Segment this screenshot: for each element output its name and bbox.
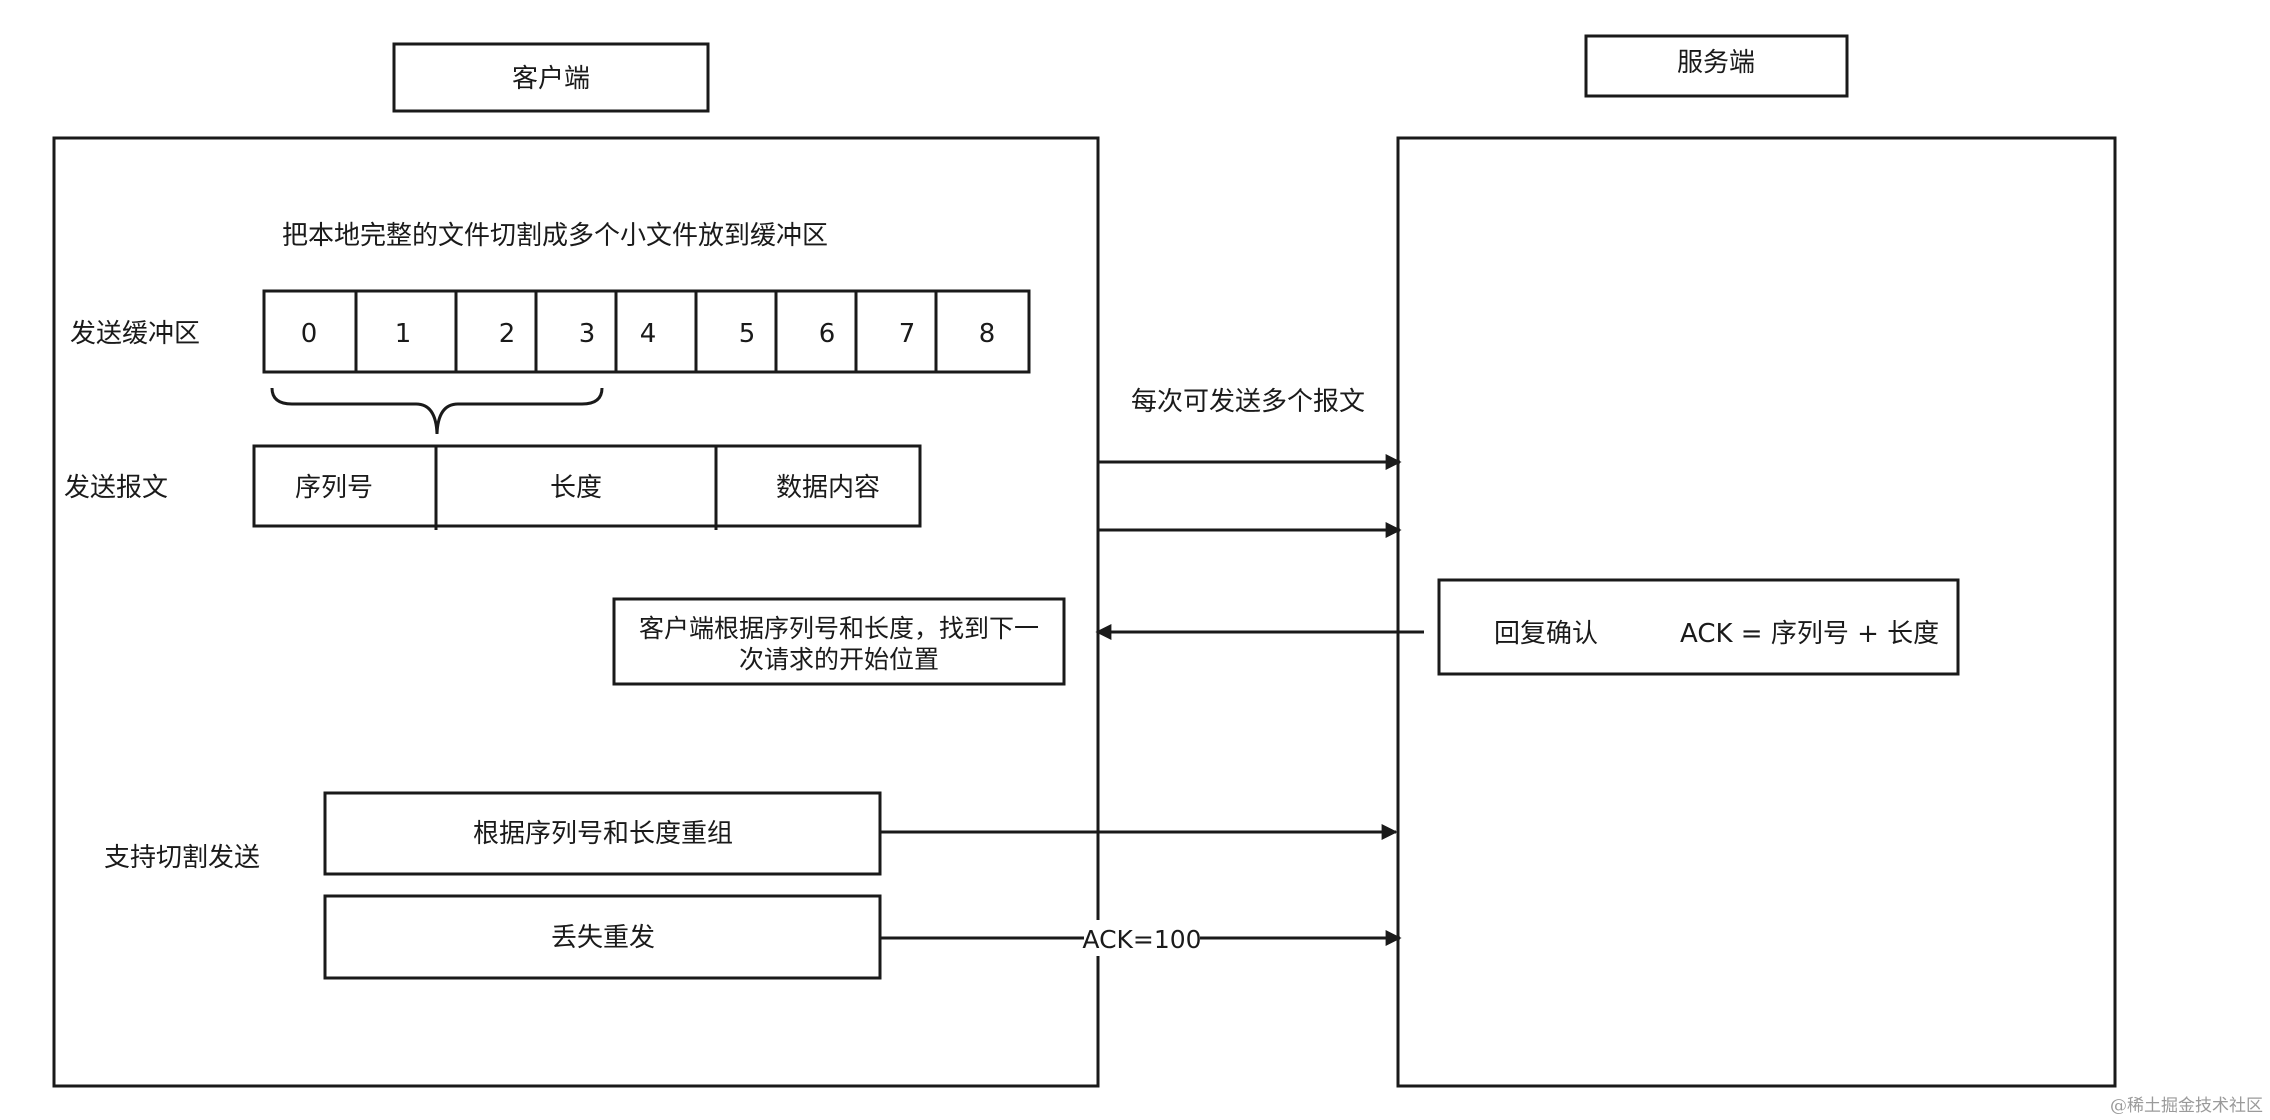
message-field-seq: 序列号	[295, 473, 373, 503]
send-message: 序列号 长度 数据内容	[252, 444, 922, 530]
buffer-cell: 1	[395, 319, 412, 349]
buffer-cell: 0	[301, 319, 318, 349]
split-caption: 把本地完整的文件切割成多个小文件放到缓冲区	[282, 221, 828, 251]
client-title-box: 客户端	[392, 42, 710, 113]
client-title: 客户端	[512, 64, 590, 94]
send-message-label: 发送报文	[64, 473, 168, 503]
reassemble-text: 根据序列号和长度重组	[473, 819, 733, 849]
ack-value-label: ACK=100	[1082, 925, 1201, 954]
buffer-cell: 7	[899, 319, 916, 349]
send-buffer: 0 1 2 3 4 5 6 7 8	[262, 289, 1031, 374]
buffer-cell: 4	[640, 319, 657, 349]
resend-box: 丢失重发	[323, 894, 882, 980]
buffer-cell: 5	[739, 319, 756, 349]
buffer-cell: 2	[499, 319, 516, 349]
grouping-brace	[270, 387, 604, 435]
reply-formula: ACK = 序列号 + 长度	[1680, 619, 1939, 649]
client-next-line2: 次请求的开始位置	[739, 645, 939, 674]
server-title-box: 服务端	[1584, 34, 1849, 98]
reply-box: 回复确认 ACK = 序列号 + 长度	[1437, 578, 1960, 676]
reassemble-box: 根据序列号和长度重组	[323, 791, 882, 876]
multi-send-caption: 每次可发送多个报文	[1131, 387, 1365, 417]
message-field-length: 长度	[550, 473, 602, 503]
reply-label: 回复确认	[1494, 619, 1598, 649]
client-next-line1: 客户端根据序列号和长度，找到下一	[639, 614, 1039, 643]
buffer-cell: 8	[979, 319, 996, 349]
server-title: 服务端	[1677, 48, 1755, 78]
client-next-box: 客户端根据序列号和长度，找到下一 次请求的开始位置	[612, 597, 1066, 686]
ack-label-bg	[1084, 920, 1200, 956]
resend-text: 丢失重发	[551, 923, 655, 953]
message-field-data: 数据内容	[776, 473, 880, 503]
buffer-cell: 3	[579, 319, 596, 349]
send-buffer-label: 发送缓冲区	[70, 319, 200, 349]
watermark: @稀土掘金技术社区	[2110, 1096, 2263, 1116]
split-support-label: 支持切割发送	[104, 843, 260, 873]
buffer-cell: 6	[819, 319, 836, 349]
